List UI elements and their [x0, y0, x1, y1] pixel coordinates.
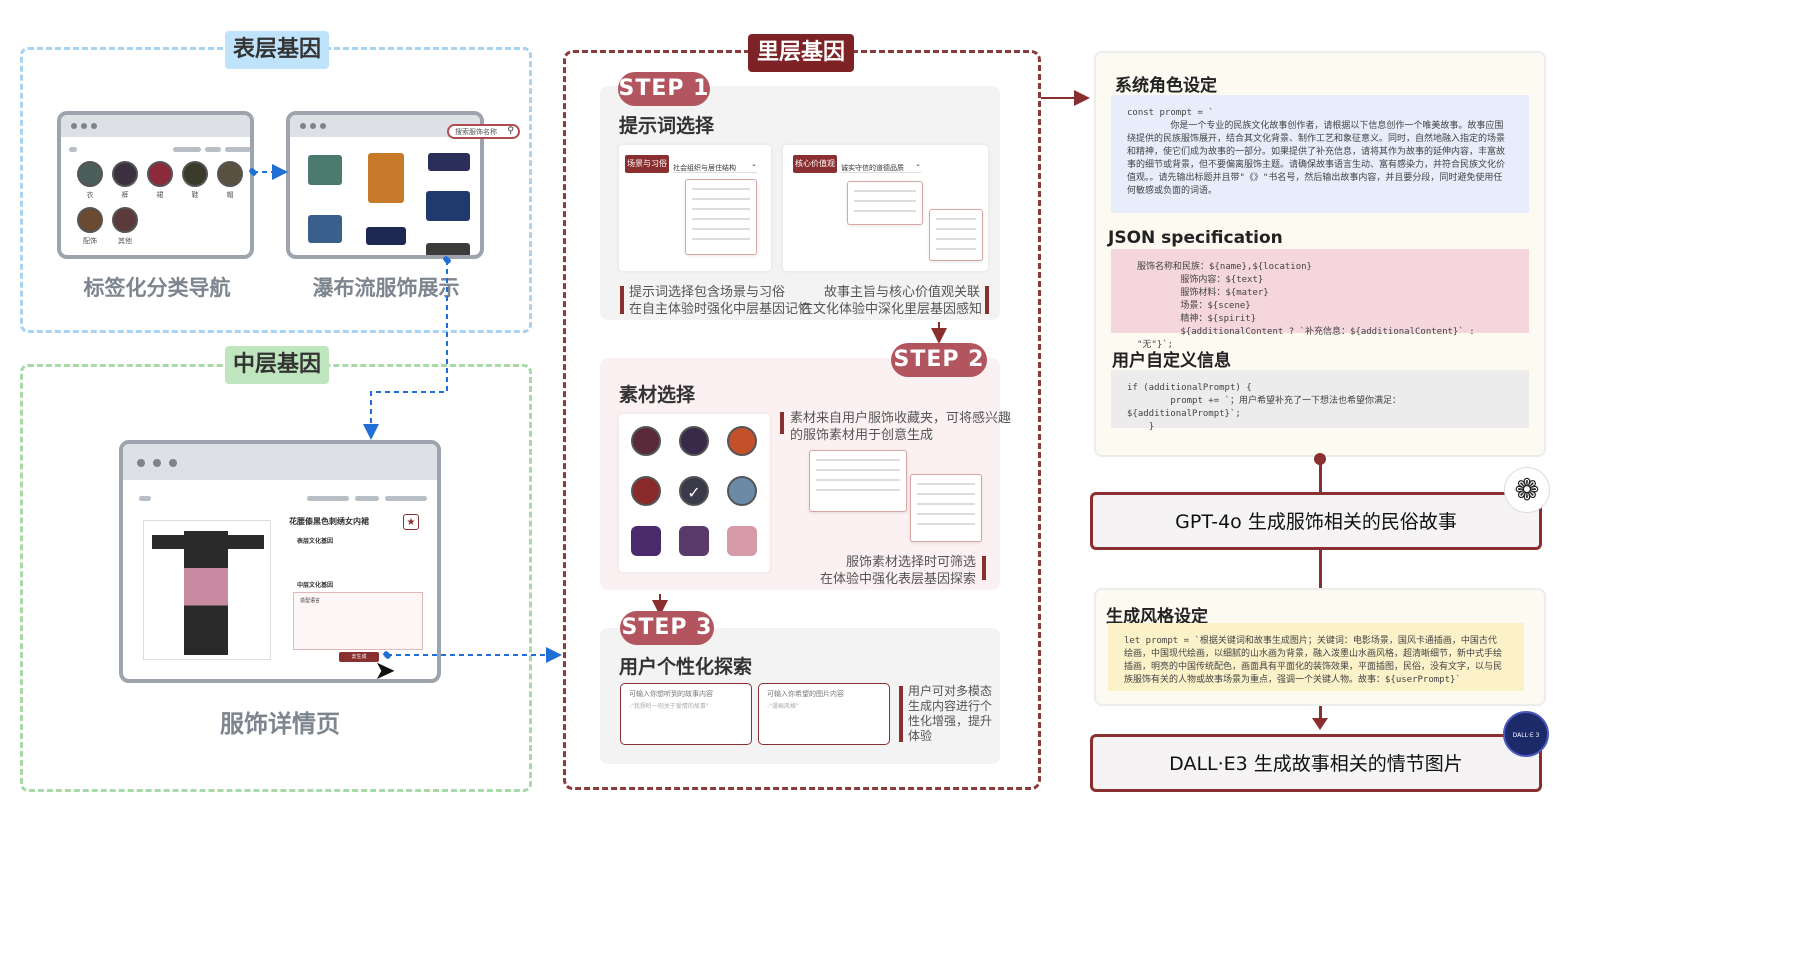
step2-title: 素材选择 [619, 384, 696, 406]
material-filter-submenu[interactable] [910, 474, 982, 542]
category-icon[interactable] [147, 161, 173, 187]
cursor-icon: ➤ [374, 656, 396, 686]
openai-logo-icon: ❁ [1504, 467, 1550, 513]
custom-info-title: 用户自定义信息 [1112, 351, 1231, 371]
detail-section-1: 表层文化基因 [297, 538, 334, 545]
arrow-down-icon [1312, 718, 1328, 730]
category-label: 鞋 [191, 191, 199, 199]
step3-title: 用户个性化探索 [619, 656, 753, 678]
step1-note-left: 提示词选择包含场景与习俗 在自主体验时强化中层基因记忆 [629, 285, 812, 317]
step2-note-top: 素材来自用户服饰收藏夹，可将感兴趣 的服饰素材用于创意生成 [790, 411, 1012, 443]
scene-dropdown[interactable]: 社会组织与居住结构 ⌄ [673, 155, 757, 173]
scene-chip[interactable]: 场景与习俗 [625, 155, 669, 173]
style-code: let prompt = `根据关键词和故事生成图片；关键词：电影场景，国风卡通… [1108, 623, 1524, 691]
generate-label: 去生成 [351, 654, 367, 660]
category-icon[interactable] [112, 207, 138, 233]
value-chip[interactable]: 核心价值观 [793, 155, 837, 173]
category-label: 帽 [226, 191, 234, 199]
step1-note-right: 故事主旨与核心价值观关联 在文化体验中深化里层基因感知 [800, 285, 983, 317]
detail-title: 花腰傣黑色刺绣女内裙 [289, 517, 369, 526]
gpt-model-box: GPT-4o 生成服饰相关的民俗故事 [1090, 492, 1542, 550]
category-label: 衣 [86, 191, 94, 199]
material-grid: ✓ [619, 414, 770, 572]
image-input[interactable]: 可输入你希望的图片内容 -"漫画风格" [758, 683, 890, 745]
garment-photo [143, 520, 271, 660]
step3-note: 用户可对多模态 生成内容进行个 性化增强，提升 体验 [908, 684, 993, 743]
step2-note-bottom: 服饰素材选择时可筛选 在体验中强化表层基因探索 [819, 555, 976, 587]
material-item[interactable] [679, 426, 709, 456]
step3-badge: STEP 3 [620, 611, 714, 645]
custom-info-code: if (additionalPrompt) { prompt += `；用户希望… [1111, 370, 1529, 432]
chevron-down-icon: ⌄ [915, 160, 921, 168]
value-menu[interactable] [847, 181, 923, 225]
waterfall-caption: 瀑布流服饰展示 [312, 276, 460, 300]
style-title: 生成风格设定 [1106, 607, 1208, 627]
category-label: 其他 [118, 237, 132, 245]
step2-badge: STEP 2 [891, 343, 987, 377]
category-label: 裙 [156, 191, 164, 199]
category-nav-mockup: 衣 裤 裙 鞋 帽配饰 其他 [57, 111, 254, 259]
dalle-model-box: DALL·E3 生成故事相关的情节图片 [1090, 734, 1542, 792]
middle-gene-tag: 中层基因 [225, 346, 329, 384]
inner-gene-tag: 里层基因 [748, 34, 854, 72]
material-filter-menu[interactable] [809, 450, 907, 512]
scene-menu[interactable] [685, 179, 757, 255]
value-prompt-card: 核心价值观 诚实守信的道德品质 ⌄ [783, 145, 988, 271]
value-dropdown[interactable]: 诚实守信的道德品质 ⌄ [841, 155, 921, 173]
category-label: 裤 [121, 191, 129, 199]
material-item[interactable] [631, 526, 661, 556]
category-icon[interactable] [112, 161, 138, 187]
search-icon: ⚲ [507, 126, 514, 136]
value-submenu[interactable] [929, 209, 983, 261]
step1-title: 提示词选择 [619, 115, 715, 137]
material-item[interactable] [727, 426, 757, 456]
chevron-down-icon: ⌄ [751, 160, 757, 168]
favorite-button[interactable]: ★ [403, 514, 419, 530]
category-icon[interactable] [217, 161, 243, 187]
category-label: 配饰 [83, 237, 97, 245]
material-item[interactable] [727, 526, 757, 556]
dalle-logo-icon: DALL·E 3 [1503, 711, 1549, 757]
generate-button[interactable]: 去生成 [339, 652, 379, 662]
json-spec-title: JSON specification [1108, 228, 1283, 248]
detail-subtitle: 造型语言 [300, 598, 321, 604]
waterfall-mockup [286, 111, 484, 259]
detail-page-mockup: 花腰傣黑色刺绣女内裙 ★ 表层文化基因 中层文化基因 造型语言 去生成 [119, 440, 441, 683]
scene-prompt-card: 场景与习俗 社会组织与居住结构 ⌄ [619, 145, 771, 271]
system-role-code: const prompt = ` 你是一个专业的民族文化故事创作者，请根据以下信… [1111, 95, 1529, 213]
surface-gene-tag: 表层基因 [225, 31, 329, 69]
search-placeholder: 搜索服饰名称 [455, 128, 497, 136]
nav-caption: 标签化分类导航 [83, 276, 231, 300]
category-icon[interactable] [182, 161, 208, 187]
material-item[interactable] [727, 476, 757, 506]
material-item[interactable] [631, 426, 661, 456]
category-icon[interactable] [77, 161, 103, 187]
system-role-title: 系统角色设定 [1115, 76, 1217, 96]
search-input[interactable]: 搜索服饰名称 ⚲ [447, 124, 520, 139]
json-spec-code: 服饰名称和民族：${name},${location} 服饰内容：${text}… [1111, 249, 1529, 350]
material-item[interactable] [631, 476, 661, 506]
story-input[interactable]: 可输入你想听到的故事内容 -"我想听一则关于爱情的故事" [620, 683, 752, 745]
detail-caption: 服饰详情页 [220, 710, 340, 738]
category-icon[interactable] [77, 207, 103, 233]
material-item[interactable] [679, 526, 709, 556]
material-item-selected[interactable]: ✓ [679, 476, 709, 506]
detail-section-2: 中层文化基因 [297, 582, 334, 589]
step1-badge: STEP 1 [618, 72, 710, 106]
